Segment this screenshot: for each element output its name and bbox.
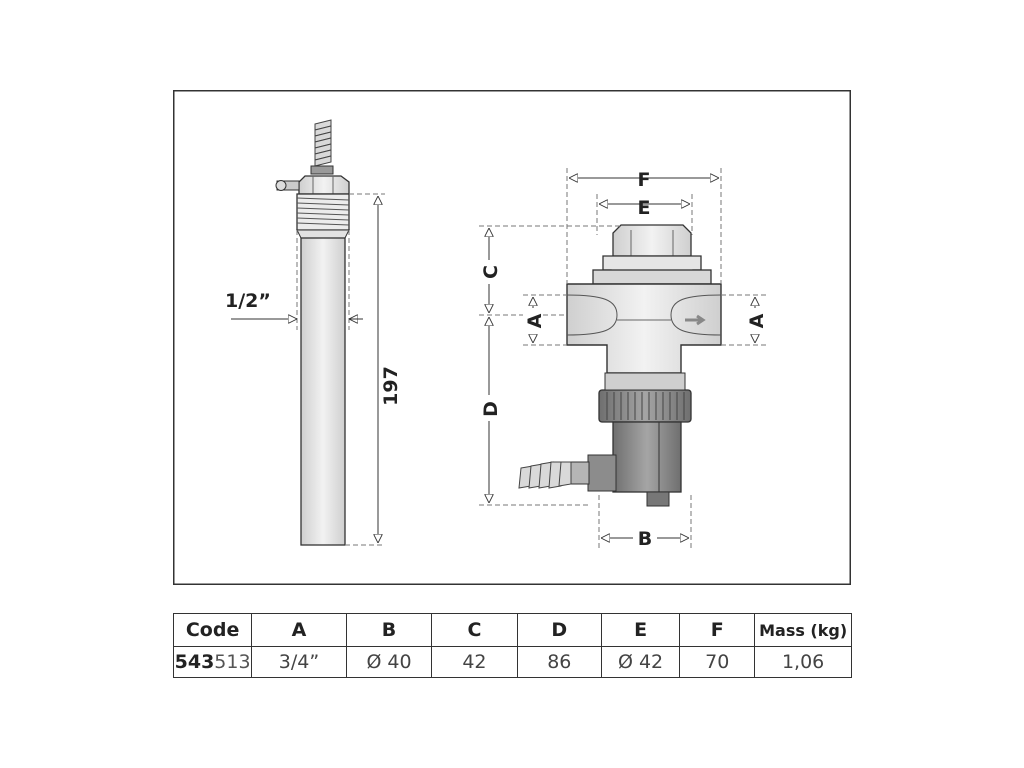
actuator — [612, 421, 682, 493]
header-D: D — [516, 613, 602, 647]
dim-F: F — [566, 168, 722, 284]
probe-nut — [298, 175, 350, 195]
cell-A: 3/4” — [251, 646, 347, 678]
dim-half-inch-label: 1/2” — [225, 290, 271, 312]
mixing-valve — [518, 224, 722, 507]
dim-half-inch: 1/2” — [225, 230, 363, 330]
dim-A-left-label: A — [524, 313, 546, 328]
dim-197: 197 — [345, 193, 402, 546]
cell-D: 86 — [516, 646, 602, 678]
immersion-probe — [275, 119, 350, 546]
header-A: A — [251, 613, 347, 647]
dim-B: B — [598, 495, 692, 550]
dim-A-right: A — [721, 294, 769, 346]
dim-E: E — [596, 194, 693, 235]
technical-drawing: 1/2” 197 — [173, 90, 851, 585]
dim-D-label: D — [480, 401, 502, 417]
dim-197-label: 197 — [380, 366, 402, 406]
dim-C-label: C — [480, 265, 502, 279]
actuator-cable — [518, 461, 572, 489]
dim-F-label: F — [638, 169, 651, 191]
spec-table: Code A B C D E F Mass (kg) 543513 3/4” Ø… — [172, 613, 852, 678]
cell-code: 543513 — [172, 646, 253, 678]
probe-tube — [300, 237, 346, 546]
header-F: F — [679, 613, 756, 647]
header-E: E — [600, 613, 681, 647]
cell-E: Ø 42 — [600, 646, 681, 678]
code-prefix: 543 — [174, 651, 215, 673]
code-suffix: 513 — [214, 651, 251, 673]
dim-A-right-label: A — [746, 313, 768, 328]
cell-B: Ø 40 — [345, 646, 433, 678]
cell-C: 42 — [431, 646, 518, 678]
dim-A-left: A — [523, 294, 567, 346]
drawing-border — [173, 90, 851, 585]
header-code: Code — [172, 613, 253, 647]
table-row: 543513 3/4” Ø 40 42 86 Ø 42 70 1,06 — [172, 646, 852, 678]
dim-E-label: E — [638, 197, 651, 219]
dim-D: D — [479, 317, 588, 506]
probe-cable — [314, 119, 332, 167]
header-B: B — [345, 613, 433, 647]
header-mass: Mass (kg) — [754, 613, 852, 647]
table-header-row: Code A B C D E F Mass (kg) — [172, 613, 852, 647]
header-C: C — [431, 613, 518, 647]
valve-cap — [612, 224, 692, 257]
cell-F: 70 — [679, 646, 756, 678]
cell-mass: 1,06 — [754, 646, 852, 678]
dim-B-label: B — [638, 528, 652, 550]
